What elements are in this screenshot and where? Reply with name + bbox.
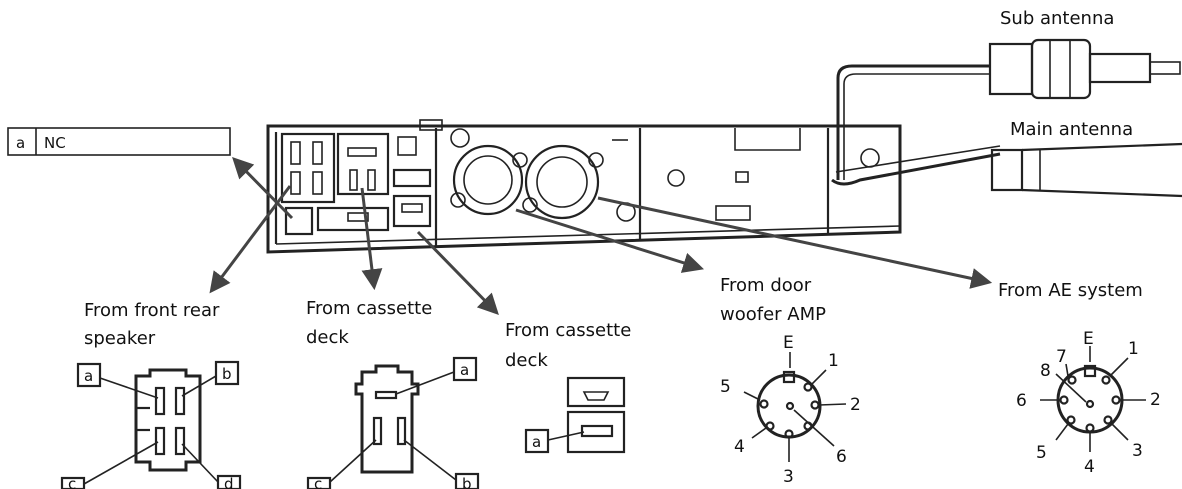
woofer-pin-6: 6 bbox=[836, 447, 847, 467]
speaker-pin-a: a bbox=[84, 367, 93, 385]
cassette2-pin-a: a bbox=[532, 433, 541, 451]
ae-pin-1: 1 bbox=[1128, 339, 1139, 359]
ae-pin-4: 4 bbox=[1084, 457, 1095, 477]
ae-pin-6: 6 bbox=[1016, 391, 1027, 411]
speaker-connector: a b c d bbox=[60, 360, 242, 489]
pin-table-pin: a bbox=[16, 134, 25, 152]
woofer-pin-1: 1 bbox=[828, 351, 839, 371]
ae-pin-8: 8 bbox=[1040, 361, 1051, 381]
cassette-deck-b-label-line1: From cassette bbox=[505, 320, 631, 341]
front-rear-speaker-label-line2: speaker bbox=[84, 328, 156, 349]
door-woofer-label-line1: From door bbox=[720, 275, 812, 296]
speaker-pin-b: b bbox=[222, 365, 232, 383]
sub-antenna-plug bbox=[988, 38, 1181, 100]
ae-system-label: From AE system bbox=[998, 280, 1143, 301]
ae-pin-2: 2 bbox=[1150, 390, 1161, 410]
pin-table: a NC bbox=[7, 127, 231, 156]
door-woofer-label-line2: woofer AMP bbox=[720, 304, 826, 325]
woofer-pin-e: E bbox=[783, 333, 794, 353]
ae-pin-7: 7 bbox=[1056, 347, 1067, 367]
antenna-cables bbox=[831, 64, 1001, 186]
pin-table-value: NC bbox=[44, 134, 66, 152]
woofer-pin-5: 5 bbox=[720, 377, 731, 397]
ae-din-connector: E 1 2 3 4 5 6 7 8 bbox=[1016, 329, 1161, 477]
ae-pin-3: 3 bbox=[1132, 441, 1143, 461]
woofer-pin-4: 4 bbox=[734, 437, 745, 457]
woofer-din-connector: E 1 2 3 4 5 6 bbox=[720, 333, 861, 487]
cassette-deck-a-label-line2: deck bbox=[306, 327, 349, 348]
cassette1-pin-c: c bbox=[314, 475, 322, 489]
connection-arrows bbox=[209, 157, 993, 316]
sub-antenna-label: Sub antenna bbox=[1000, 8, 1114, 29]
ae-pin-5: 5 bbox=[1036, 443, 1047, 463]
cassette-deck-a-label-line1: From cassette bbox=[306, 298, 432, 319]
cassette1-pin-a: a bbox=[460, 361, 469, 379]
front-rear-speaker-label-line1: From front rear bbox=[84, 300, 220, 321]
speaker-pin-c: c bbox=[68, 475, 76, 489]
main-antenna-label: Main antenna bbox=[1010, 119, 1133, 140]
ae-pin-e: E bbox=[1083, 329, 1094, 349]
cassette-connector-2: a bbox=[524, 376, 626, 454]
speaker-pin-d: d bbox=[224, 475, 234, 489]
woofer-pin-3: 3 bbox=[783, 467, 794, 487]
woofer-pin-2: 2 bbox=[850, 395, 861, 415]
cassette-deck-b-label-line2: deck bbox=[505, 350, 548, 371]
cassette-connector-1: a c b bbox=[306, 356, 480, 489]
main-antenna-plug bbox=[990, 142, 1182, 198]
cassette1-pin-b: b bbox=[462, 475, 472, 489]
